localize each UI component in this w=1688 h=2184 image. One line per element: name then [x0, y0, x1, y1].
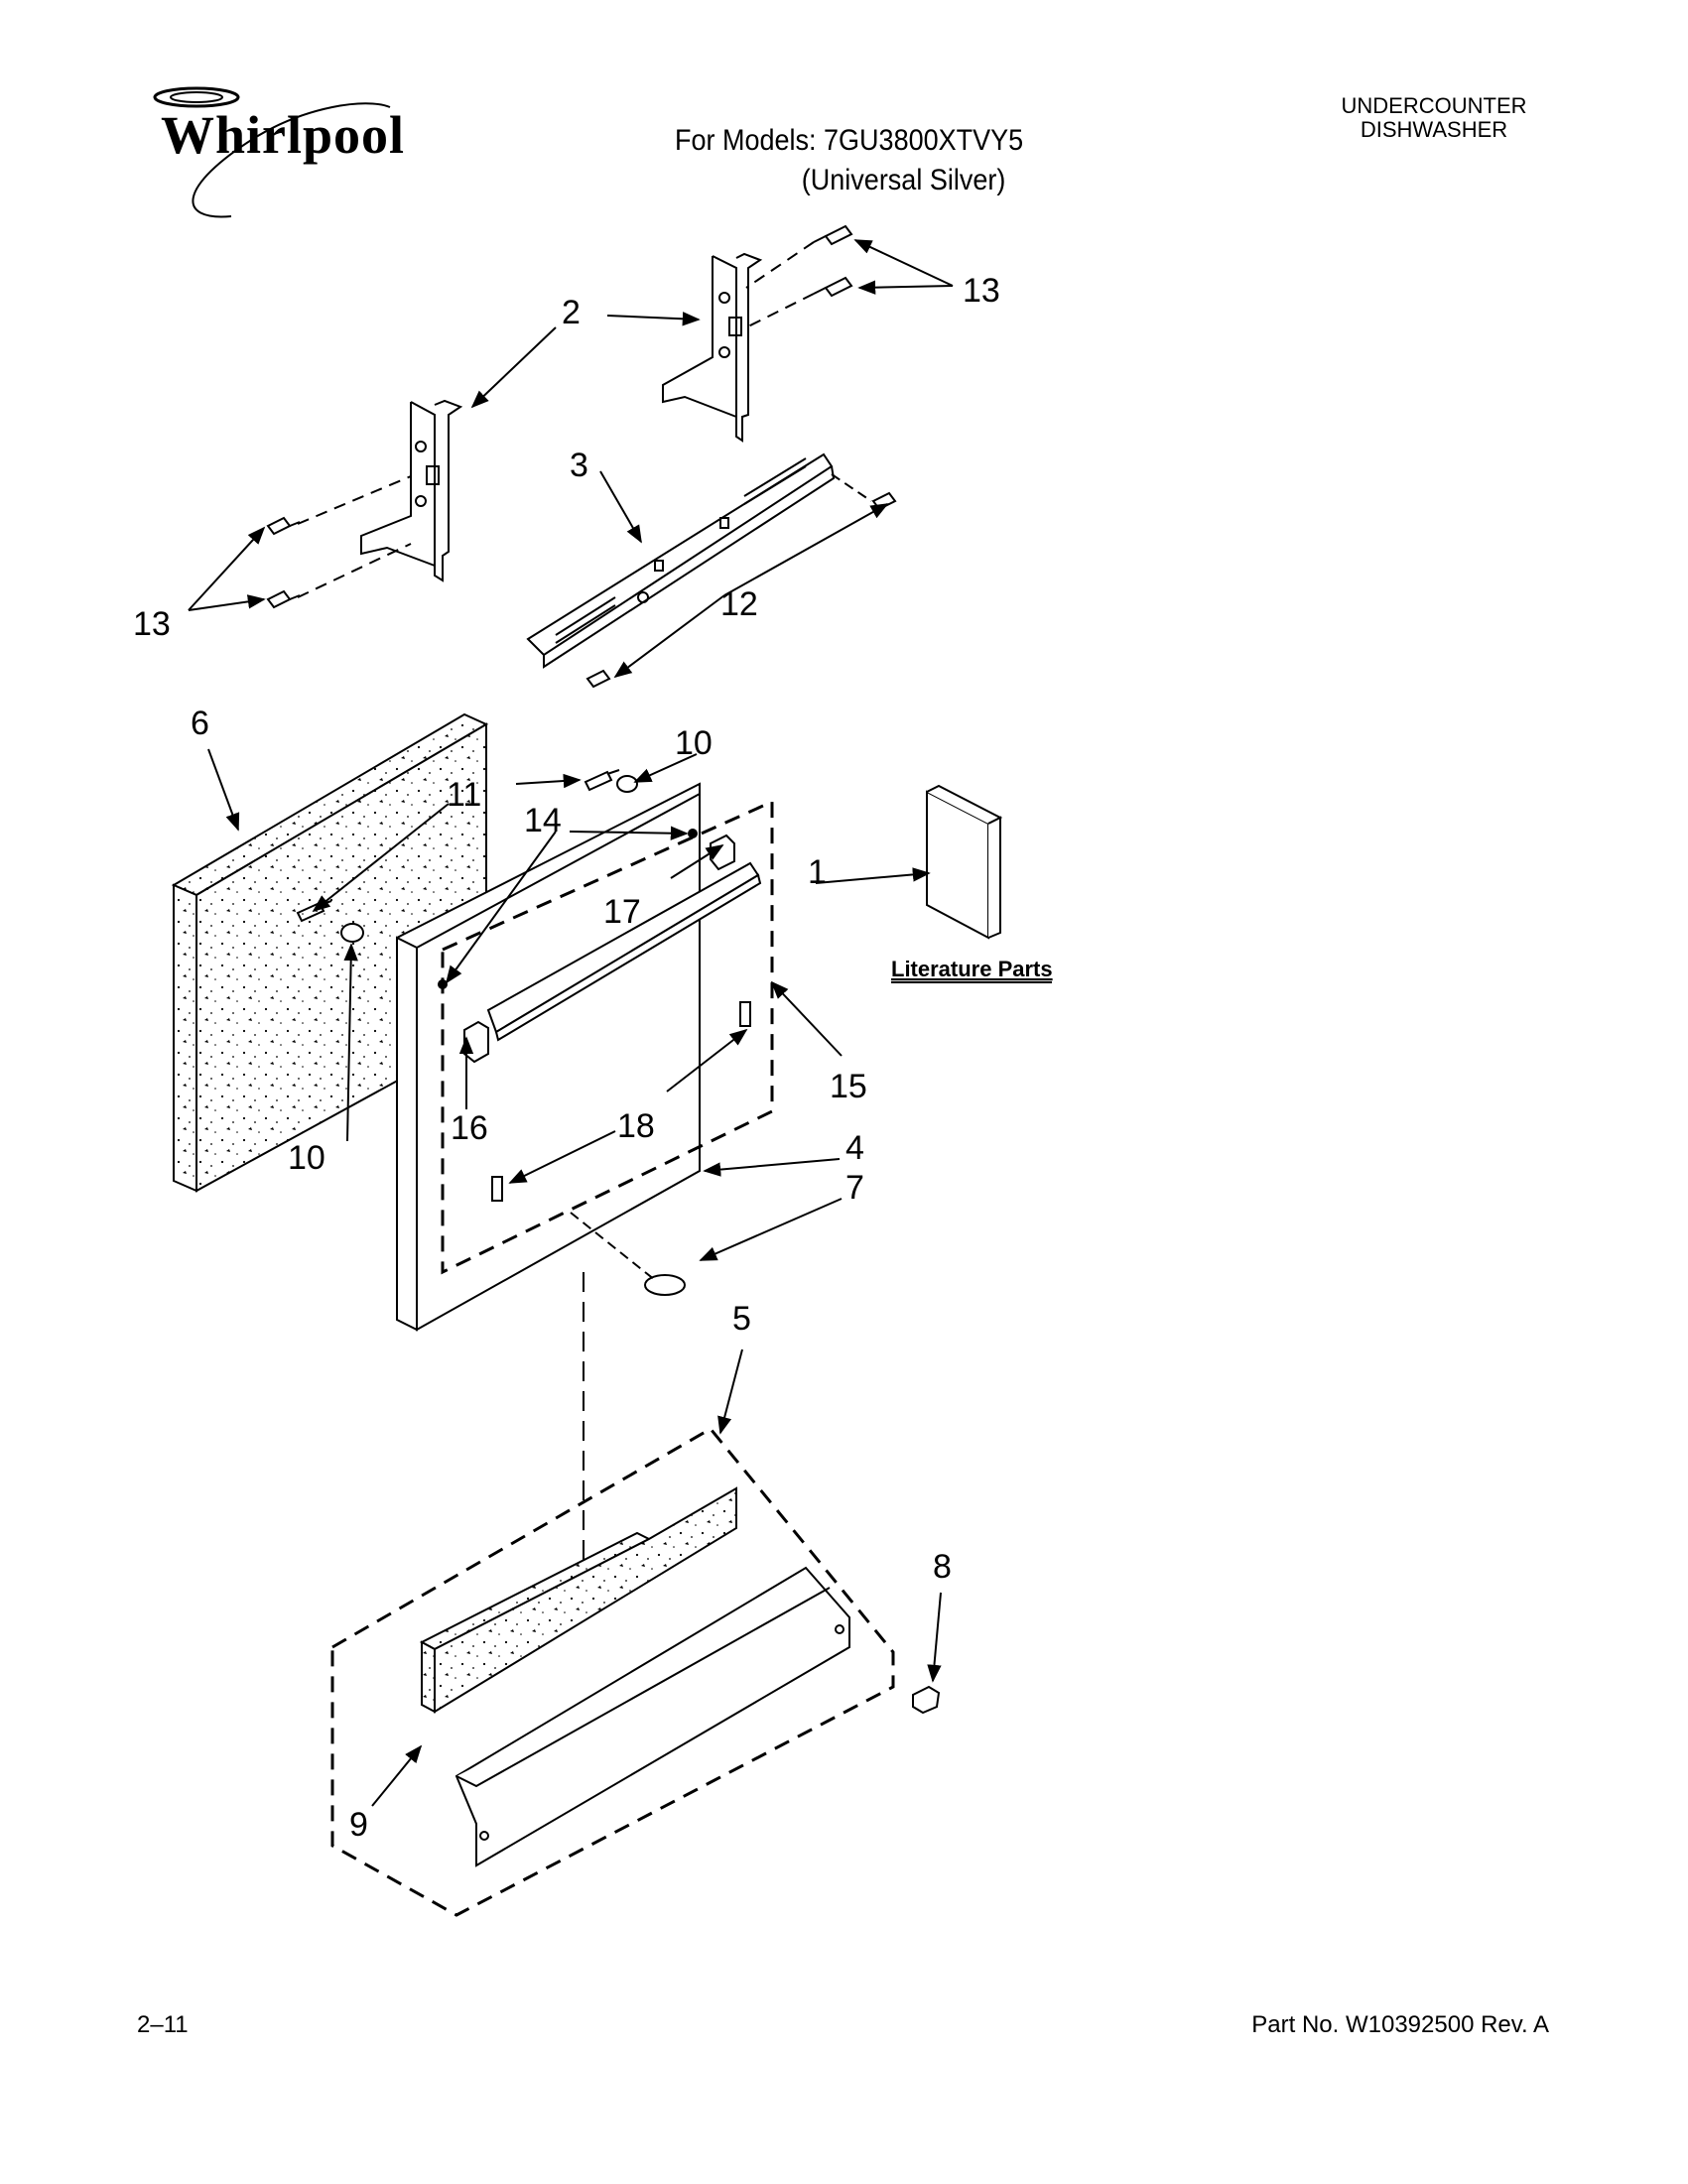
whirlpool-logo	[153, 86, 391, 218]
callout-1: 1	[808, 853, 827, 891]
panel-screw-11-top	[584, 769, 620, 792]
washer-10-left	[340, 923, 364, 943]
callout-2: 2	[562, 294, 581, 331]
callout-3: 3	[570, 447, 588, 484]
literature-parts-label: Literature Parts	[891, 957, 1053, 981]
screw-13-upper-right-2	[813, 276, 853, 298]
handle-assembly-box	[441, 799, 774, 1275]
callout-12: 12	[720, 585, 758, 623]
logo-badge	[644, 1274, 686, 1296]
callout-10-top: 10	[675, 724, 713, 762]
callout-5: 5	[732, 1300, 751, 1338]
page-number: 2–11	[137, 2011, 189, 2038]
callout-14: 14	[524, 802, 562, 839]
callout-13-left: 13	[133, 605, 171, 643]
toe-kick-screw-8	[912, 1685, 941, 1715]
brand-wordmark: Whirlpool	[161, 105, 406, 165]
screw-13-left-1	[266, 516, 301, 536]
callout-6: 6	[191, 705, 209, 742]
toe-kick-panel	[454, 1566, 850, 1867]
small-screws-14	[438, 829, 698, 989]
callout-17: 17	[603, 893, 641, 931]
models-heading: For Models: 7GU3800XTVY5 (Universal Silv…	[675, 121, 1024, 196]
callout-8: 8	[933, 1548, 952, 1586]
callout-18: 18	[617, 1107, 655, 1145]
callout-16: 16	[451, 1109, 488, 1147]
door-handle	[486, 861, 762, 1042]
washer-10-top	[616, 775, 638, 793]
handle-end-cap-left	[463, 1020, 489, 1064]
callout-15: 15	[830, 1068, 867, 1105]
handle-end-cap-right	[710, 834, 735, 871]
category-line-1: UNDERCOUNTER	[1341, 93, 1527, 118]
handle-screws-18	[491, 1001, 751, 1202]
toe-kick-assembly-box	[330, 1427, 895, 1917]
callout-9: 9	[349, 1806, 368, 1844]
models-line-1: For Models: 7GU3800XTVY5	[675, 124, 1024, 157]
callout-7: 7	[845, 1169, 864, 1207]
toe-kick-insulation	[419, 1486, 737, 1714]
screw-13-left-2	[266, 589, 301, 609]
callout-10-bottom: 10	[288, 1139, 325, 1177]
bracket-right	[662, 252, 763, 443]
callout-11: 11	[447, 776, 481, 814]
outer-door-panel	[395, 782, 701, 1332]
part-number: Part No. W10392500 Rev. A	[1251, 2011, 1549, 2038]
insulation-panel	[171, 712, 489, 1193]
category-line-2: DISHWASHER	[1360, 117, 1508, 142]
literature-booklet	[926, 784, 1003, 940]
appliance-category: UNDERCOUNTER DISHWASHER	[1320, 94, 1548, 142]
models-line-2: (Universal Silver)	[801, 164, 1006, 196]
screw-12-left	[585, 669, 611, 689]
callout-13-right: 13	[963, 272, 1000, 310]
mounting-rail	[526, 452, 836, 669]
callout-4: 4	[845, 1129, 864, 1167]
screw-13-upper-right-1	[813, 224, 853, 246]
